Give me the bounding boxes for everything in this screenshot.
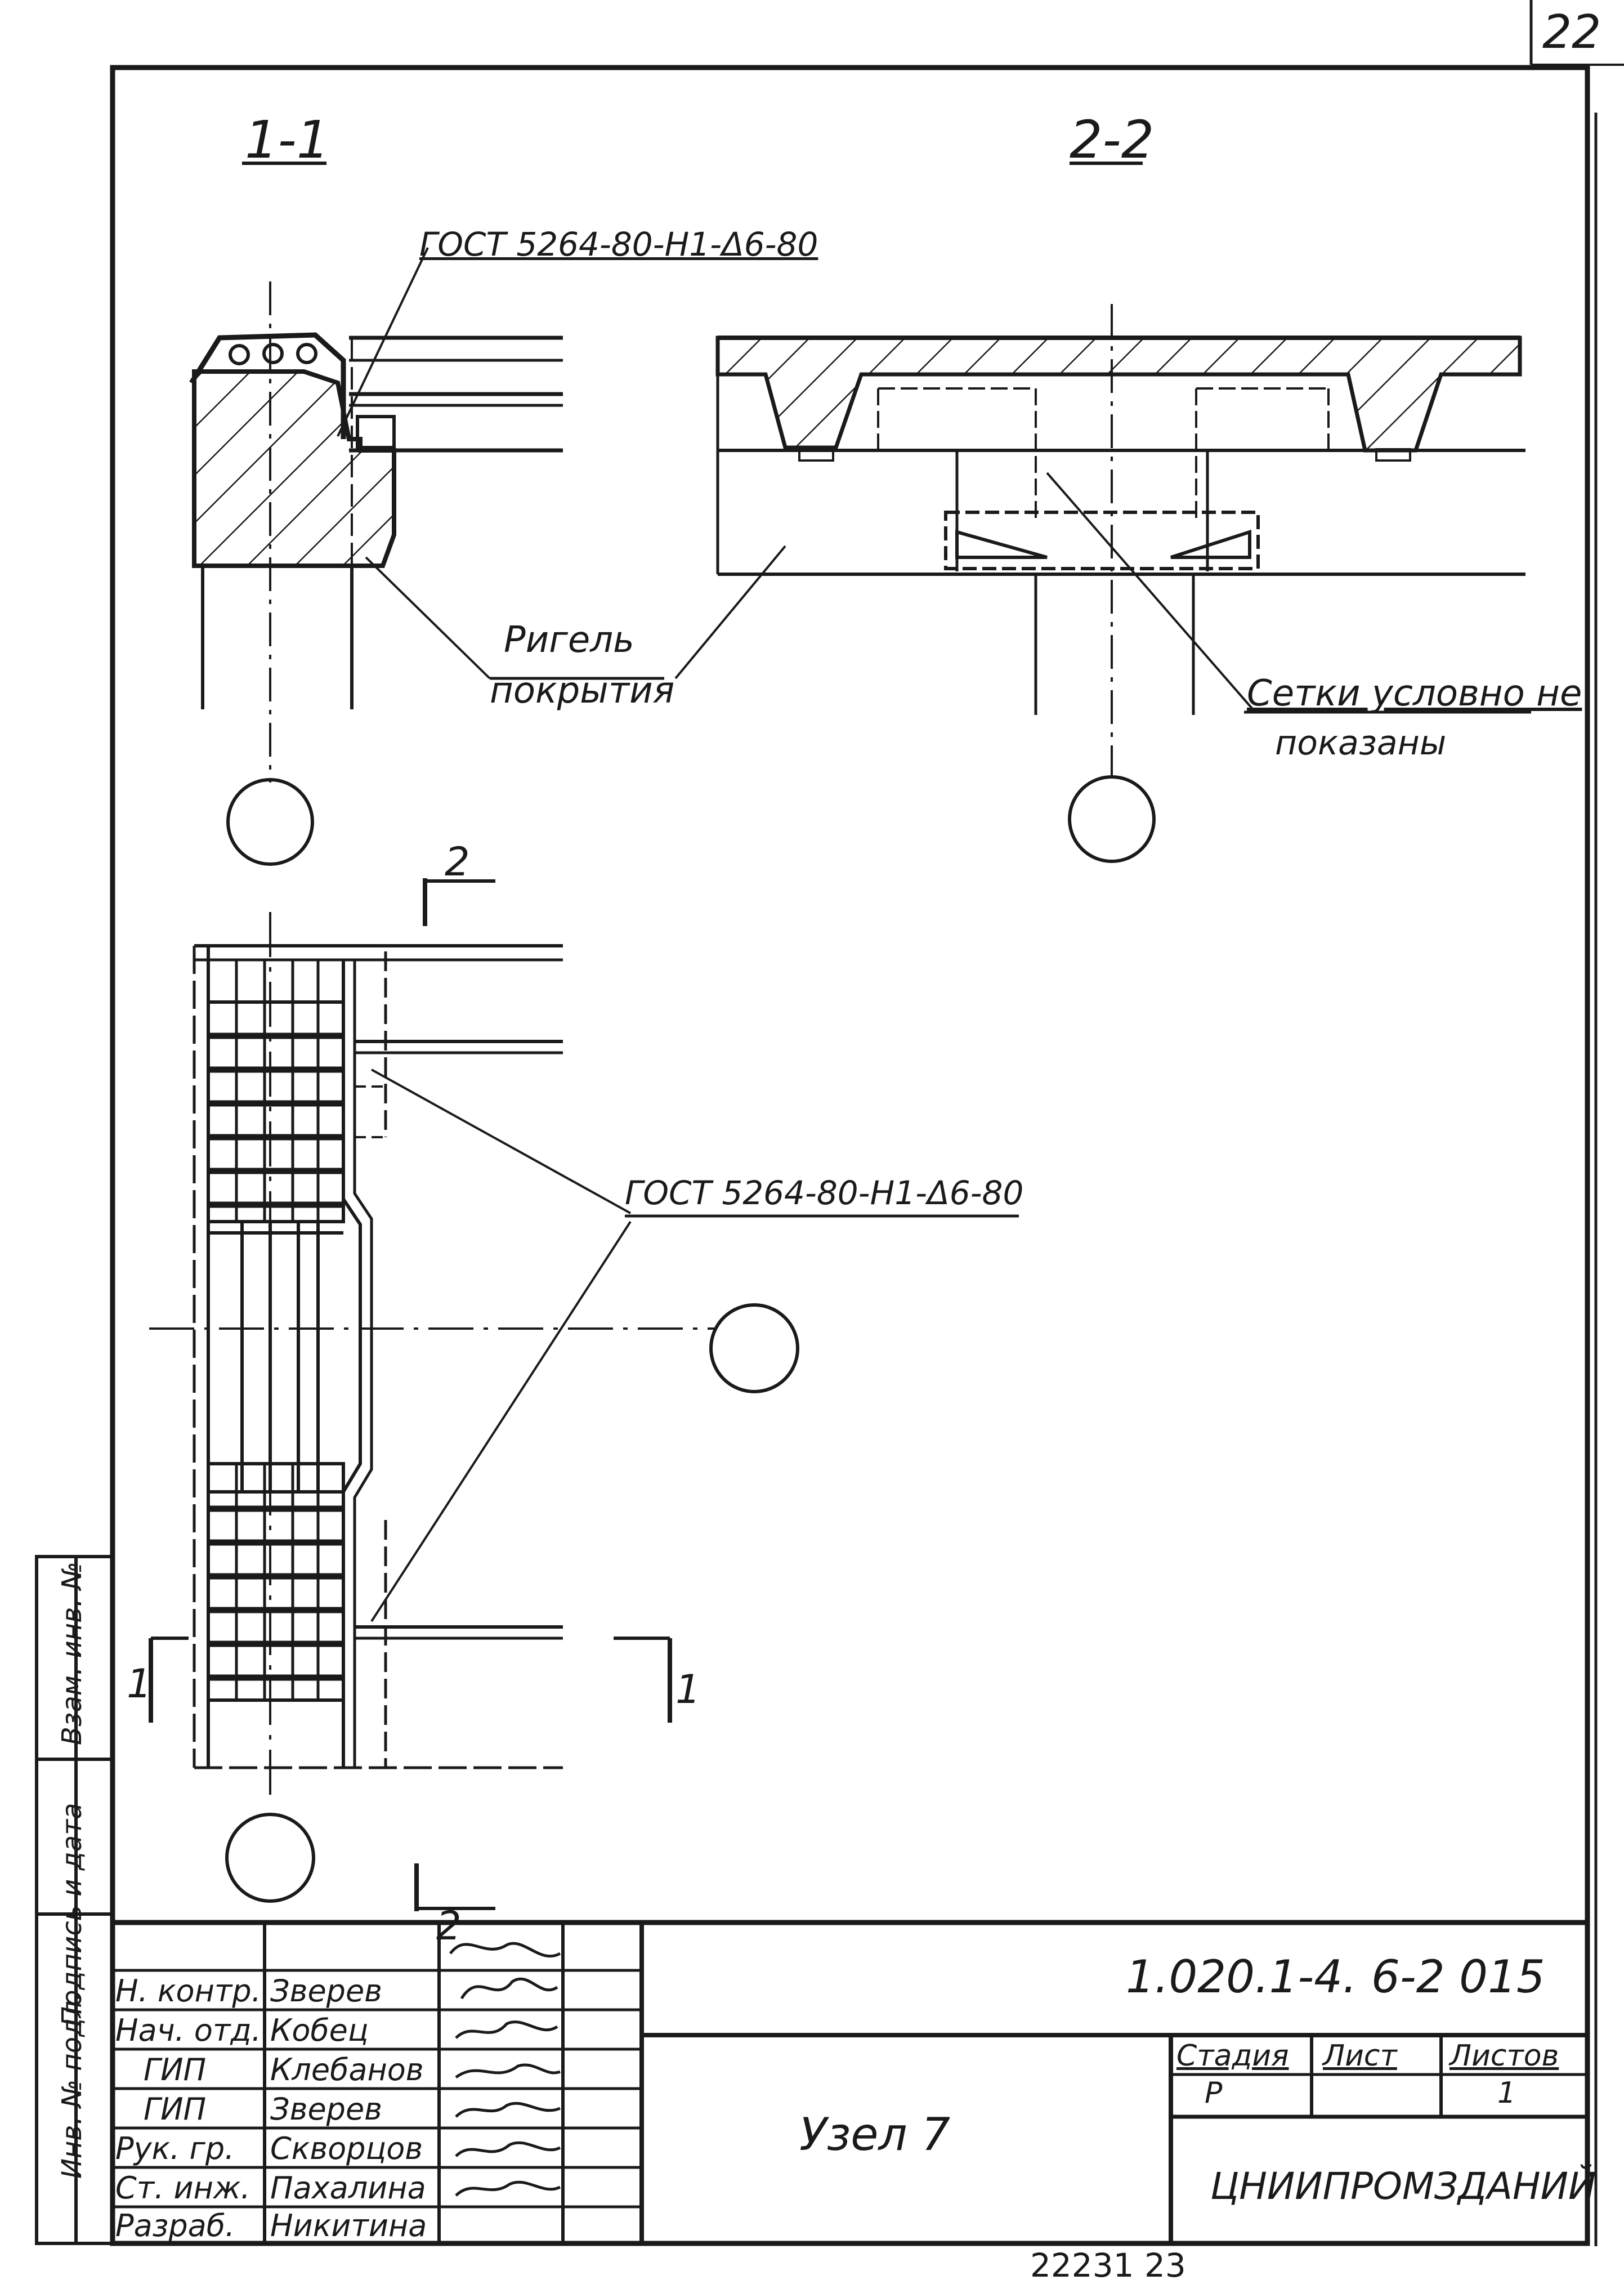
signatures	[449, 1942, 561, 2197]
tb-name-3: Зверев	[270, 2091, 382, 2127]
section-1-1	[189, 162, 664, 866]
axis-bubble-plan-right	[709, 1303, 799, 1393]
sheets-value: 1	[1497, 2076, 1516, 2110]
sheet-header: Лист	[1323, 2039, 1397, 2073]
side-strip-frame	[35, 1555, 114, 2245]
cut1-left-mark: 1	[127, 1661, 152, 1707]
s1-bent-plate	[189, 332, 346, 439]
bottom-number: 22231 23	[1030, 2246, 1186, 2284]
side-label-vzam: Взам. инв. №	[56, 1562, 88, 1745]
drawing-code: 1.020.1-4. 6-2 015	[1126, 1951, 1545, 2003]
sheet-frame	[110, 0, 1624, 2246]
stage-header: Стадия	[1176, 2039, 1289, 2073]
sheets-header: Листов	[1449, 2039, 1559, 2073]
nets-note-line1: Сетки условно не	[1247, 673, 1582, 714]
tb-role-6: Разраб.	[115, 2208, 235, 2243]
drawing-title: Узел 7	[799, 2108, 950, 2161]
rigel-label-line2: покрытия	[490, 670, 675, 712]
tb-role-5: Ст. инж.	[115, 2170, 250, 2206]
cut2-bottom-mark: 2	[436, 1903, 462, 1949]
tb-name-4: Скворцов	[270, 2131, 423, 2166]
tb-role-3: ГИП	[144, 2091, 207, 2127]
rigel-concrete-section	[192, 369, 396, 568]
stage-value: Р	[1205, 2076, 1223, 2110]
section-2-2	[674, 162, 1531, 863]
title-block-grid	[113, 1920, 1587, 2243]
axis-bubble-s2	[1068, 775, 1156, 863]
side-label-podpis: Подпись и дата	[56, 1803, 88, 2027]
section-2-2-label: 2-2	[1070, 110, 1155, 170]
nets-note-line2: показаны	[1275, 723, 1447, 763]
gost-callout-top: ГОСТ 5264-80-Н1-Δ6-80	[419, 225, 818, 263]
cut2-top-mark: 2	[445, 839, 470, 885]
tb-name-0: Зверев	[270, 1973, 382, 2009]
axis-bubble-s1	[226, 778, 314, 866]
gost-callout-plan: ГОСТ 5264-80-Н1-Δ6-80	[625, 1174, 1024, 1212]
cut1-right-mark: 1	[675, 1666, 701, 1713]
page-number: 22	[1542, 6, 1601, 59]
organization-name: ЦНИИПРОМЗДАНИЙ	[1210, 2165, 1596, 2208]
slab-ribs-section	[715, 336, 1522, 453]
rigel-label-line1: Ригель	[504, 619, 634, 661]
tb-name-5: Пахалина	[270, 2170, 426, 2206]
tb-name-2: Клебанов	[270, 2052, 424, 2087]
tb-role-2: ГИП	[144, 2052, 207, 2087]
tb-name-6: Никитина	[270, 2208, 427, 2243]
axis-bubble-plan-bottom	[225, 1813, 315, 1903]
section-1-1-label: 1-1	[245, 110, 330, 170]
tb-name-1: Кобец	[270, 2013, 369, 2048]
tb-role-4: Рук. гр.	[115, 2131, 235, 2166]
plan-view	[149, 878, 1019, 1911]
tb-role-1: Нач. отд.	[115, 2013, 261, 2048]
tb-role-0: Н. контр.	[115, 1973, 261, 2009]
